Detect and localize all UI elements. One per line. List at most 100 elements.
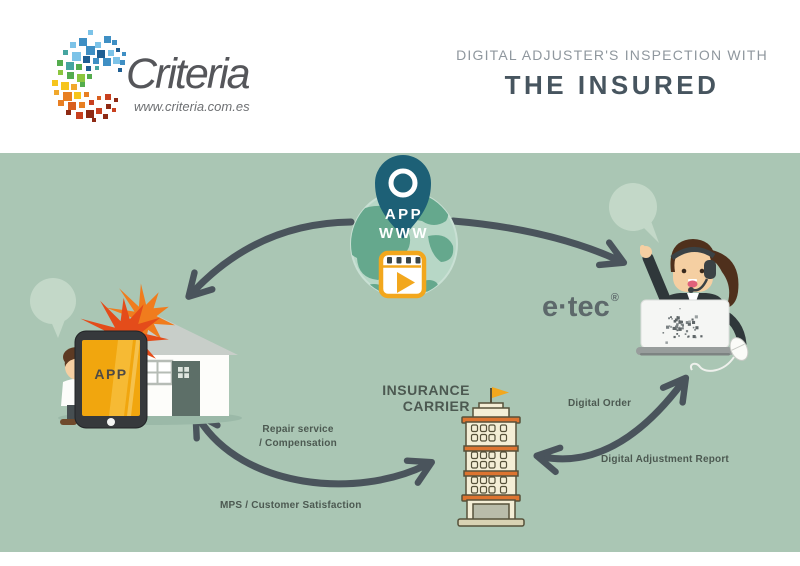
building-window	[470, 424, 479, 433]
building-window	[479, 451, 488, 460]
mosaic-square	[120, 60, 125, 65]
etec-wordmark: e·tec	[542, 291, 610, 323]
mosaic-square	[57, 60, 63, 66]
laptop-logo-speckle	[666, 325, 670, 329]
mosaic-square	[71, 84, 77, 90]
adjuster-person-icon	[636, 239, 749, 372]
mosaic-square	[88, 30, 93, 35]
laptop-logo-speckle	[692, 320, 696, 324]
laptop-logo-speckle	[670, 325, 673, 328]
globe-label-www: WWW	[379, 225, 429, 242]
mouse-icon	[690, 337, 749, 372]
tablet-app-label: APP	[94, 366, 128, 382]
insurance-carrier-line2: CARRIER	[402, 398, 470, 414]
mosaic-square	[79, 102, 85, 108]
globe-label-app: APP	[384, 206, 424, 223]
mosaic-square	[87, 74, 92, 79]
insurance-carrier-line1: INSURANCE	[382, 382, 470, 398]
mosaic-square	[68, 102, 76, 110]
mosaic-square	[103, 114, 108, 119]
building-window	[488, 424, 496, 433]
laptop-logo-speckle	[671, 318, 673, 320]
title-line1: DIGITAL ADJUSTER'S INSPECTION WITH	[456, 47, 768, 63]
mosaic-square	[112, 108, 116, 112]
repair-service-label: Repair service / Compensation	[228, 423, 368, 451]
laptop-logo-speckle	[685, 330, 689, 333]
laptop-logo-speckle	[687, 335, 690, 338]
mps-label: MPS / Customer Satisfaction	[220, 500, 362, 511]
registered-mark: ®	[610, 292, 619, 305]
laptop-logo-speckle	[662, 332, 665, 334]
laptop-logo-speckle	[668, 317, 670, 320]
page-title: DIGITAL ADJUSTER'S INSPECTION WITH THE I…	[450, 47, 774, 101]
laptop-logo-speckle	[691, 318, 694, 321]
laptop-logo-speckle	[672, 326, 676, 330]
digital-adjustment-report-label: Digital Adjustment Report	[601, 454, 729, 465]
laptop-logo-speckle	[676, 329, 679, 332]
video-player-icon	[378, 250, 427, 299]
mosaic-square	[67, 72, 74, 79]
laptop-logo-speckle	[682, 324, 684, 327]
laptop-logo-speckle	[675, 328, 677, 331]
laptop-logo-speckle	[700, 335, 703, 338]
arrow-globe-to-insured	[185, 218, 355, 300]
laptop-logo-speckle	[678, 320, 682, 324]
laptop-logo-speckle	[694, 315, 698, 319]
mosaic-square	[122, 52, 126, 56]
laptop-logo-speckle	[665, 341, 668, 344]
laptop-logo-speckle	[674, 318, 678, 322]
laptop-logo-speckle	[694, 329, 696, 331]
mosaic-square	[70, 42, 76, 48]
mosaic-square	[106, 104, 111, 109]
mosaic-square	[83, 56, 90, 63]
mosaic-square	[108, 50, 114, 56]
mosaic-square	[52, 80, 58, 86]
laptop-logo-speckle	[685, 321, 689, 324]
laptop-logo-speckle	[678, 327, 682, 331]
mosaic-square	[93, 58, 99, 64]
etec-logo: e·tec®	[542, 291, 619, 324]
insurance-carrier-label: INSURANCE CARRIER	[335, 382, 470, 414]
mosaic-square	[113, 57, 120, 64]
building-window	[488, 476, 496, 485]
laptop-logo-speckle	[673, 320, 677, 323]
globe-label: APP WWW	[354, 205, 454, 243]
criteria-mosaic-logo	[50, 28, 130, 122]
laptop-logo-speckle	[695, 326, 698, 329]
laptop-logo-speckle	[680, 320, 683, 324]
building-window	[479, 424, 488, 433]
building-window	[470, 433, 479, 442]
laptop-logo-speckle	[670, 316, 672, 318]
mosaic-square	[118, 68, 122, 72]
building-window	[488, 460, 496, 469]
tablet-icon	[74, 330, 148, 429]
map-pin-icon	[375, 155, 431, 239]
mosaic-square	[72, 52, 81, 61]
flag-icon	[490, 388, 492, 408]
mosaic-square	[58, 100, 64, 106]
building-window	[479, 485, 488, 494]
mosaic-square	[63, 92, 72, 101]
building-window	[488, 451, 496, 460]
digital-order-label: Digital Order	[568, 398, 632, 409]
mosaic-square	[95, 66, 99, 70]
building-window	[470, 476, 479, 485]
flow-arrows	[185, 217, 690, 488]
mosaic-square	[97, 96, 101, 100]
building-icon	[457, 387, 525, 527]
mosaic-square	[97, 50, 105, 58]
mosaic-square	[103, 58, 111, 66]
building-window	[479, 460, 488, 469]
brand-url: www.criteria.com.es	[134, 99, 250, 114]
laptop-logo-speckle	[684, 333, 687, 335]
building-window	[470, 460, 479, 469]
headset-icon	[670, 247, 716, 293]
mosaic-square	[114, 98, 118, 102]
laptop-logo-speckle	[692, 335, 696, 339]
mosaic-square	[54, 90, 59, 95]
building-window	[470, 451, 479, 460]
mosaic-square	[77, 74, 85, 82]
mosaic-square	[86, 110, 94, 118]
